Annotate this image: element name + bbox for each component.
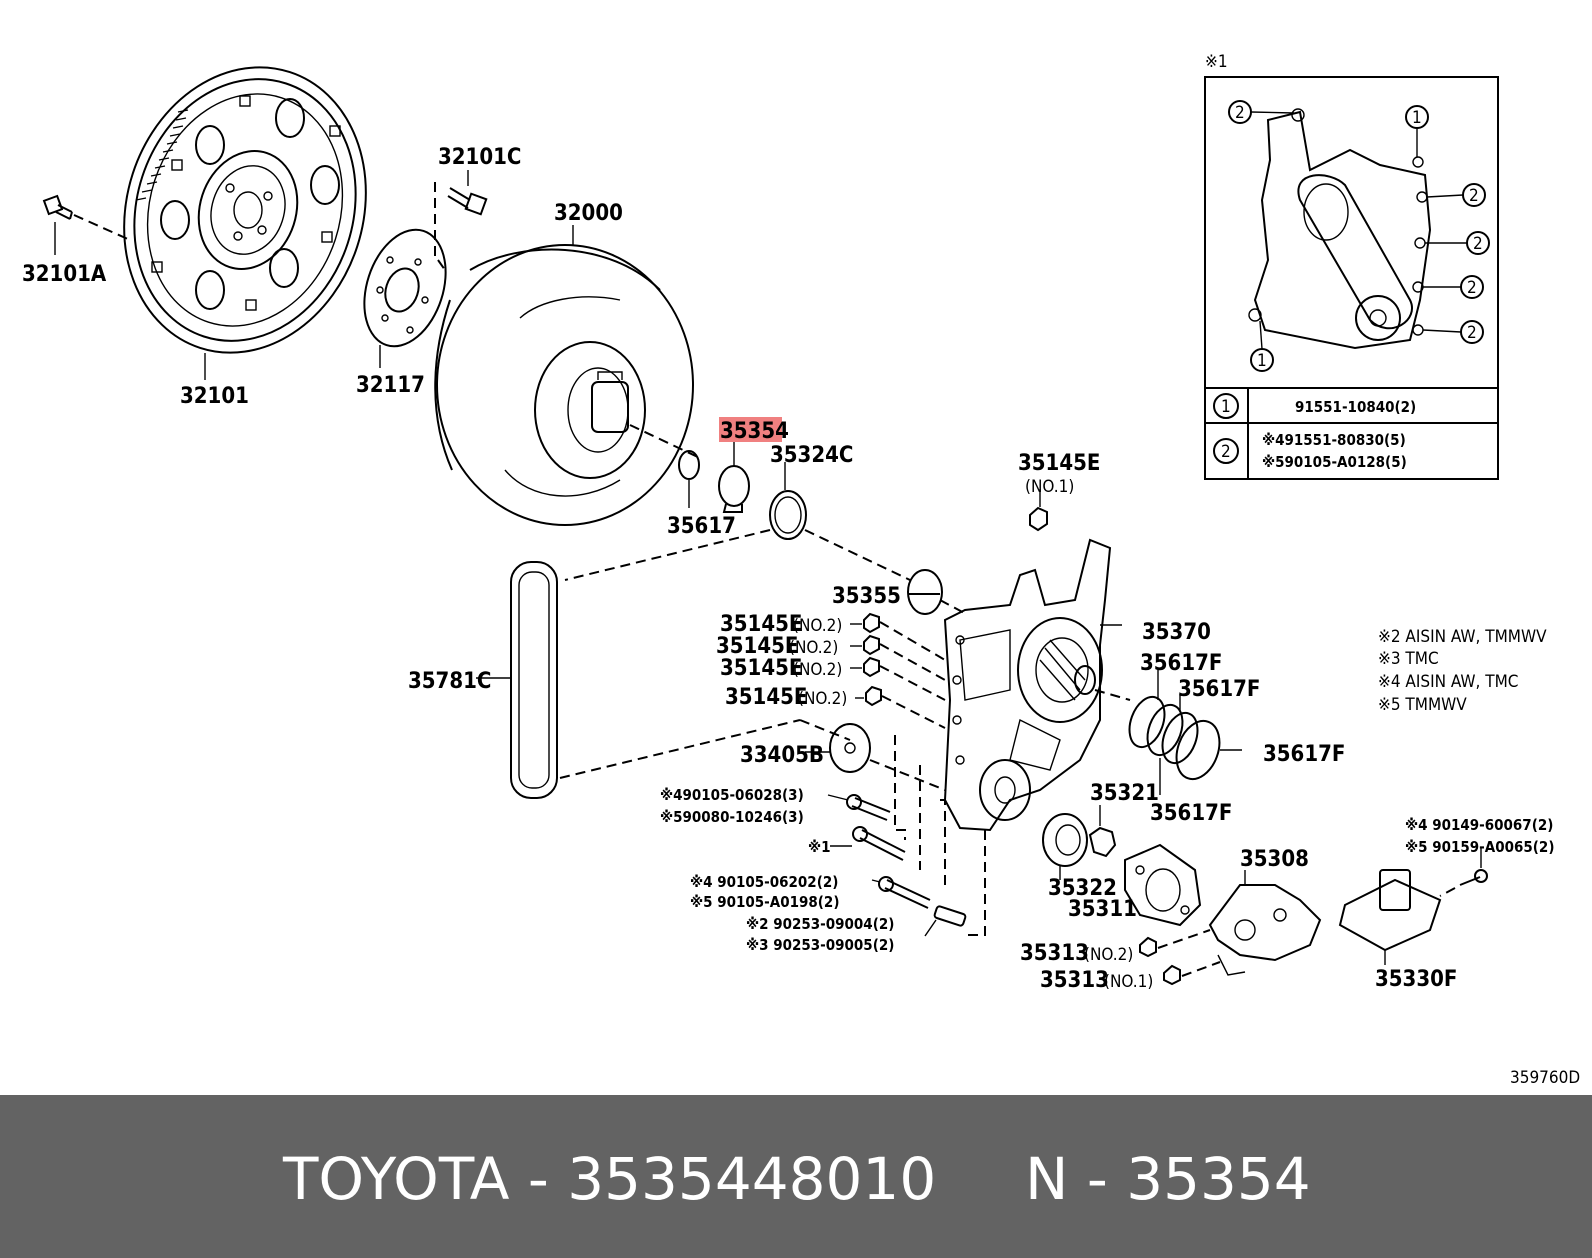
- bolt-label-7: ※3 90253-09005(2): [746, 936, 894, 954]
- bolt-label-3: ※1: [808, 838, 831, 856]
- label-35322: 35322: [1048, 876, 1117, 901]
- drive-plate-drawing: [363, 182, 447, 368]
- label-35145e-no2-a: 35145E: [720, 612, 802, 637]
- label-32101c: 32101C: [438, 145, 521, 170]
- footer-reference: N - 35354: [1025, 1145, 1311, 1213]
- label-35145e-no2-a-sub: (NO.2): [793, 616, 842, 636]
- chain-drawing: [476, 561, 851, 799]
- label-35321: 35321: [1090, 781, 1159, 806]
- inset-callout-2d: 2: [1467, 278, 1477, 298]
- inset-callout-2e: 2: [1467, 323, 1477, 343]
- highlight-35354: [719, 417, 782, 442]
- bolt-label-9: ※5 90159-A0065(2): [1405, 838, 1554, 856]
- footer-part-number: TOYOTA - 3535448010: [283, 1145, 937, 1213]
- flywheel-drawing: [123, 66, 367, 354]
- label-35308: 35308: [1240, 847, 1309, 872]
- label-35145e-no2-c: 35145E: [720, 656, 802, 681]
- label-35370: 35370: [1142, 620, 1211, 645]
- label-35617f-c: 35617F: [1263, 742, 1345, 767]
- note-5: ※5 TMMWV: [1378, 695, 1467, 715]
- label-32101a: 32101A: [22, 262, 107, 287]
- pump-housing-drawing: [943, 538, 1131, 832]
- parts-diagram: 32101C 32000 32101A 32101 32117 35354 35…: [22, 52, 1580, 1088]
- label-35145e-no2-d: 35145E: [725, 685, 807, 710]
- inset-callout-2a: 2: [1235, 103, 1245, 123]
- label-35311: 35311: [1068, 897, 1137, 922]
- pump-body-drawing: [1124, 843, 1202, 927]
- bolt-label-4: ※4 90105-06202(2): [690, 873, 838, 891]
- valve-body-drawing: [1139, 870, 1322, 986]
- bolt-label-8: ※4 90149-60067(2): [1405, 816, 1553, 834]
- label-35145e-no2-b: 35145E: [716, 634, 798, 659]
- inset-row1-part: 91551-10840(2): [1295, 398, 1416, 416]
- note-4: ※4 AISIN AW, TMC: [1378, 672, 1518, 692]
- label-32000: 32000: [554, 201, 623, 226]
- label-35355: 35355: [832, 584, 901, 609]
- label-35354: 35354: [720, 419, 789, 444]
- clip-35355-drawing: [907, 569, 969, 616]
- bolt-32101a-drawing: [42, 194, 131, 255]
- label-35145e-no2-d-sub: (NO.2): [798, 689, 847, 709]
- note-3: ※3 TMC: [1378, 649, 1439, 669]
- label-35617: 35617: [667, 514, 736, 539]
- sprocket-drawing: [805, 723, 946, 791]
- nuts-35145e-drawing: [863, 489, 1048, 729]
- inset-row2-part-b: ※590105-A0128(5): [1262, 453, 1407, 471]
- label-33405b: 33405B: [740, 743, 824, 768]
- label-35330f: 35330F: [1375, 967, 1457, 992]
- rings-35617f-drawing: [1128, 668, 1242, 795]
- bolt-label-6: ※2 90253-09004(2): [746, 915, 894, 933]
- inset-callout-1b: 1: [1257, 351, 1267, 371]
- note-2: ※2 AISIN AW, TMMWV: [1378, 627, 1547, 647]
- footer-banner: TOYOTA - 3535448010 N - 35354: [0, 1095, 1592, 1258]
- label-32101: 32101: [180, 384, 249, 409]
- label-35313-no1: 35313: [1040, 968, 1109, 993]
- label-35781c: 35781C: [408, 669, 491, 694]
- label-35145e-no2-c-sub: (NO.2): [793, 660, 842, 680]
- label-35313-no2: 35313: [1020, 941, 1089, 966]
- label-35145e-no2-b-sub: (NO.2): [789, 638, 838, 658]
- inset-row2-num: 2: [1221, 442, 1231, 462]
- torque-converter-drawing: [434, 225, 701, 526]
- label-35617f-a: 35617F: [1140, 651, 1222, 676]
- label-35617f-b: 35617F: [1178, 677, 1260, 702]
- bolt-label-5: ※5 90105-A0198(2): [690, 893, 839, 911]
- bolts-drawing: [846, 735, 986, 936]
- bolt-label-1: ※490105-06028(3): [660, 786, 804, 804]
- label-35617f-d: 35617F: [1150, 801, 1232, 826]
- bolt-label-2: ※590080-10246(3): [660, 808, 804, 826]
- pump-gears-drawing: [1042, 805, 1117, 880]
- label-35313-no1-sub: (NO.1): [1104, 972, 1153, 992]
- inset-callout-2c: 2: [1473, 234, 1483, 254]
- label-32117: 32117: [356, 373, 425, 398]
- inset-row1-num: 1: [1221, 397, 1231, 417]
- inset-callout-2b: 2: [1469, 186, 1479, 206]
- label-35145e-no1: 35145E: [1018, 451, 1100, 476]
- bolt-32101c-drawing: [447, 170, 488, 216]
- inset-callout-1a: 1: [1412, 108, 1422, 128]
- inset-row2-part-a: ※491551-80830(5): [1262, 431, 1406, 449]
- diagram-code: 359760D: [1510, 1068, 1580, 1088]
- label-35324c: 35324C: [770, 443, 853, 468]
- label-35313-no2-sub: (NO.2): [1084, 945, 1133, 965]
- strainer-drawing: [1338, 848, 1488, 965]
- inset-panel: [1204, 76, 1499, 480]
- inset-mark: ※1: [1205, 52, 1228, 72]
- label-35145e-no1-sub: (NO.1): [1025, 477, 1074, 497]
- seal-rings-drawing: [564, 442, 911, 581]
